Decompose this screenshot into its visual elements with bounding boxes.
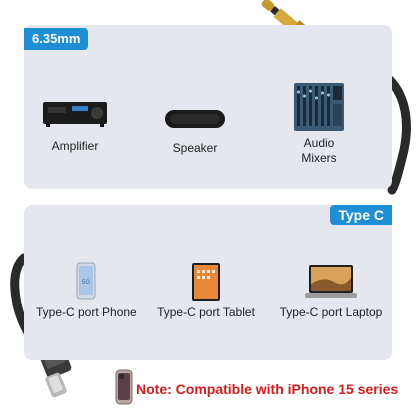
- speaker-icon: [165, 110, 225, 128]
- speaker-label: Speaker: [172, 141, 218, 155]
- tablet-icon: [192, 263, 220, 301]
- type-c-tag: Type C: [330, 205, 392, 225]
- compatibility-note: Note: Compatible with iPhone 15 series: [136, 381, 399, 397]
- tablet-item: Type-C port Tablet: [156, 262, 256, 320]
- jack-size-tag: 6.35mm: [24, 28, 89, 50]
- speaker-item: Speaker: [162, 108, 228, 156]
- laptop-item: Type-C port Laptop: [278, 264, 384, 320]
- amplifier-icon: [43, 102, 107, 127]
- phone-label: Type-C port Phone: [36, 305, 137, 319]
- audio-mixer-label-2: Mixers: [301, 151, 337, 165]
- audio-mixer-item: Audio Mixers: [286, 82, 352, 166]
- amplifier-item: Amplifier: [42, 100, 108, 154]
- phone-item: 5G Type-C port Phone: [36, 262, 137, 320]
- audio-mixer-icon: [294, 83, 344, 131]
- phone-icon: 5G: [76, 262, 96, 300]
- audio-mixer-label-1: Audio: [303, 136, 335, 150]
- amplifier-label: Amplifier: [51, 139, 99, 153]
- svg-text:5G: 5G: [82, 280, 90, 286]
- laptop-label: Type-C port Laptop: [279, 305, 383, 319]
- laptop-icon: [305, 265, 357, 298]
- iphone-icon: [115, 369, 133, 405]
- tablet-label: Type-C port Tablet: [157, 305, 255, 319]
